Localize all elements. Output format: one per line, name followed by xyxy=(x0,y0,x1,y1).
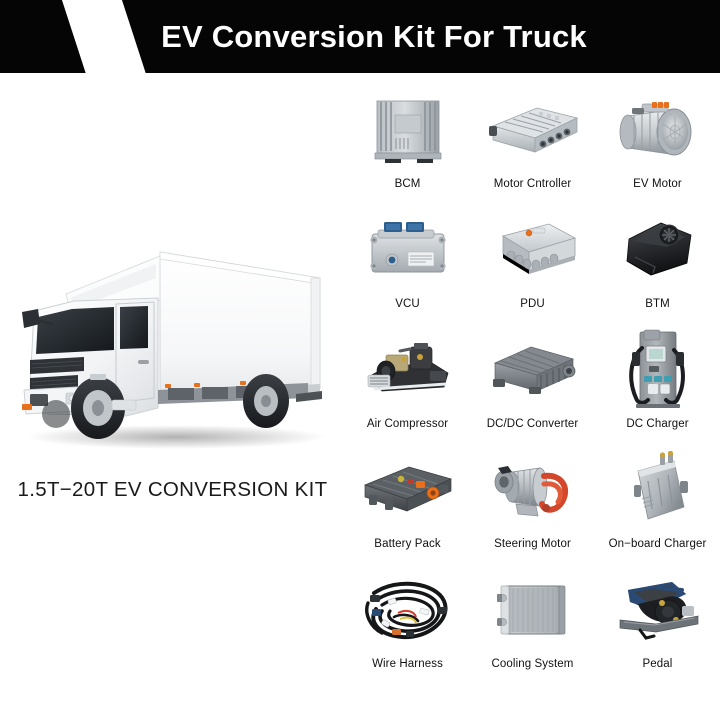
cooling-system-icon xyxy=(478,570,588,650)
product-label: Motor Cntroller xyxy=(493,178,572,190)
dcdc-converter-icon xyxy=(478,330,588,410)
truck-illustration xyxy=(8,238,338,453)
air-compressor-icon xyxy=(353,330,463,410)
onboard-charger-icon xyxy=(603,450,713,530)
product-cell-dcdc-converter[interactable]: DC/DC Converter xyxy=(470,326,595,444)
battery-pack-icon xyxy=(353,450,463,530)
motor-controller-icon xyxy=(478,90,588,170)
product-grid: BCM xyxy=(345,86,720,696)
product-cell-wire-harness[interactable]: Wire Harness xyxy=(345,566,470,684)
product-label: Cooling System xyxy=(491,658,574,670)
btm-icon xyxy=(603,210,713,290)
product-cell-steering-motor[interactable]: Steering Motor xyxy=(470,446,595,564)
product-label: Steering Motor xyxy=(494,538,571,550)
product-label: Battery Pack xyxy=(374,538,441,550)
dc-charger-icon xyxy=(603,329,713,410)
product-label: Pedal xyxy=(642,658,673,670)
product-label: DC/DC Converter xyxy=(486,418,579,430)
product-label: Wire Harness xyxy=(372,658,443,670)
header-banner: EV Conversion Kit For Truck xyxy=(0,0,720,73)
product-cell-air-compressor[interactable]: Air Compressor xyxy=(345,326,470,444)
page-title: EV Conversion Kit For Truck xyxy=(161,19,587,54)
product-cell-dc-charger[interactable]: DC Charger xyxy=(595,326,720,444)
product-label: PDU xyxy=(520,298,545,310)
product-cell-ev-motor[interactable]: EV Motor xyxy=(595,86,720,204)
vehicle-panel: 1.5T−20T EV CONVERSION KIT xyxy=(0,73,345,720)
pdu-icon xyxy=(478,210,588,290)
product-cell-onboard-charger[interactable]: On−board Charger xyxy=(595,446,720,564)
product-label: VCU xyxy=(395,298,420,310)
product-cell-battery-pack[interactable]: Battery Pack xyxy=(345,446,470,564)
kit-caption: 1.5T−20T EV CONVERSION KIT xyxy=(17,478,328,501)
product-label: On−board Charger xyxy=(608,538,707,550)
product-label: EV Motor xyxy=(633,178,682,190)
vcu-icon xyxy=(353,210,463,290)
product-cell-btm[interactable]: BTM xyxy=(595,206,720,324)
product-label: Air Compressor xyxy=(366,418,449,430)
product-cell-bcm[interactable]: BCM xyxy=(345,86,470,204)
product-cell-motor-controller[interactable]: Motor Cntroller xyxy=(470,86,595,204)
wire-harness-icon xyxy=(353,570,463,650)
product-cell-pedal[interactable]: Pedal xyxy=(595,566,720,684)
product-label: BTM xyxy=(645,298,670,310)
product-cell-cooling-system[interactable]: Cooling System xyxy=(470,566,595,684)
ev-motor-icon xyxy=(603,90,713,170)
product-label: DC Charger xyxy=(626,418,689,430)
product-cell-pdu[interactable]: PDU xyxy=(470,206,595,324)
pedal-icon xyxy=(603,570,713,650)
bcm-controller-icon xyxy=(353,90,463,170)
product-cell-vcu[interactable]: VCU xyxy=(345,206,470,324)
product-label: BCM xyxy=(394,178,421,190)
steering-motor-icon xyxy=(478,450,588,530)
